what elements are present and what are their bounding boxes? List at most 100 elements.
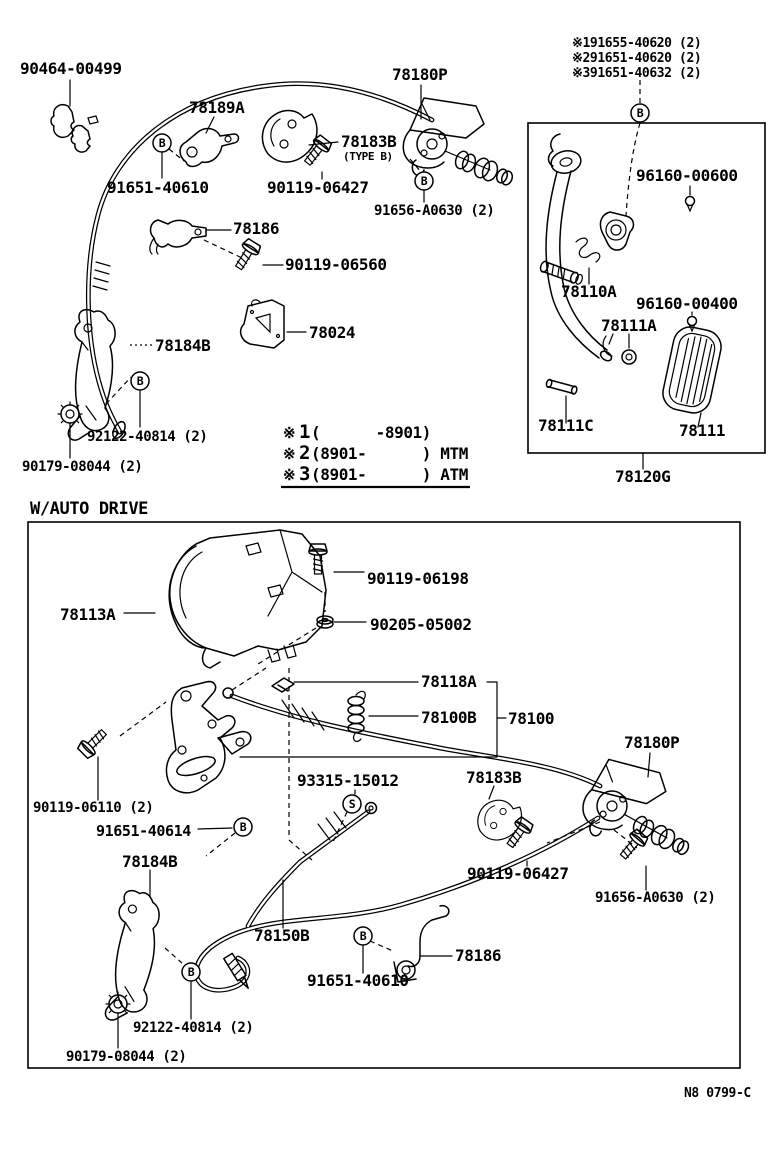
circled-b-symbol: B xyxy=(630,103,650,123)
bolt-90119-06560 xyxy=(230,236,263,274)
pin-78111c xyxy=(545,378,578,395)
part-label-78186-top: 78186 xyxy=(233,219,279,238)
part-label-93315-15012: 93315-15012 xyxy=(297,771,399,790)
legend-text-2: (8901- ) MTM xyxy=(311,444,468,463)
pedal-assembly-box xyxy=(527,122,766,454)
legend-text-3: (8901- ) ATM xyxy=(311,465,468,484)
asterisk-note-2: ※291651-40620 (2) xyxy=(572,51,701,66)
part-label-78111A: 78111A xyxy=(601,316,657,335)
legend-marker-1: ※ xyxy=(283,424,295,442)
circled-letter: B xyxy=(188,965,195,979)
bracket-78110 xyxy=(599,211,635,251)
circled-b-symbol: B xyxy=(130,371,150,391)
section-title-auto-drive: W/AUTO DRIVE xyxy=(30,499,148,519)
spring-78100b xyxy=(347,690,366,743)
part-label-91651-40610-top: 91651-40610 xyxy=(107,178,209,197)
lever-78186-top xyxy=(149,219,207,255)
pedal-bolt xyxy=(539,260,583,285)
part-label-90464-00499: 90464-00499 xyxy=(20,59,122,78)
circled-b-symbol: B xyxy=(152,133,172,153)
cable-end-fitting xyxy=(112,420,126,440)
auto-drive-art xyxy=(75,529,700,1024)
cable-end-78150b xyxy=(223,952,249,989)
bolt-90119-06198 xyxy=(308,543,328,575)
grommet-78111a xyxy=(602,335,637,365)
part-label-90205-05002: 90205-05002 xyxy=(370,615,472,634)
part-label-78150B: 78150B xyxy=(254,926,310,945)
part-label-78024: 78024 xyxy=(309,323,355,342)
circled-letter: B xyxy=(637,106,644,120)
part-label-78111: 78111 xyxy=(679,421,725,440)
part-label-78184B-low: 78184B xyxy=(122,852,178,871)
lever-78189a xyxy=(179,127,240,168)
part-label-78183B-top: 78183B xyxy=(341,132,397,151)
part-label-78100: 78100 xyxy=(508,709,554,728)
part-label-90119-06110: 90119-06110 (2) xyxy=(33,800,153,816)
pedal-arm-hook xyxy=(547,133,561,167)
part-label-78186-low: 78186 xyxy=(455,946,501,965)
asterisk-note-3: ※391651-40632 (2) xyxy=(572,66,701,81)
pedal-pivot xyxy=(550,150,582,174)
legend-number-2: 2 xyxy=(299,442,310,464)
circled-b-symbol: B xyxy=(181,962,201,982)
legend-layer: ※1( -8901)※2(8901- ) MTM※3(8901- ) ATM xyxy=(283,421,468,485)
doc-code: N8 0799-C xyxy=(684,1086,751,1101)
asterisk-note-1: ※191655-40620 (2) xyxy=(572,36,701,51)
throttle-assembly-low xyxy=(578,756,700,858)
part-label-78110A: 78110A xyxy=(561,282,617,301)
asterisk-notes-layer: ※191655-40620 (2)※291651-40620 (2)※39165… xyxy=(572,36,702,81)
circled-b-symbol: B xyxy=(353,926,373,946)
cover-78113a xyxy=(168,529,327,669)
part-label-78189A: 78189A xyxy=(189,98,245,117)
pedal-pivot-bore xyxy=(559,157,573,167)
legend-marker-2: ※ xyxy=(283,445,295,463)
bracket-78186-low xyxy=(393,904,450,983)
cable-clamp-90464 xyxy=(50,104,99,153)
legend-number-3: 3 xyxy=(299,463,310,485)
top-section-art xyxy=(50,97,515,441)
washer-90205 xyxy=(316,615,334,629)
part-label-78184B-top: 78184B xyxy=(155,336,211,355)
screw-96160-00600 xyxy=(684,195,696,213)
circled-letter: B xyxy=(360,929,367,943)
part-label-90119-06198: 90119-06198 xyxy=(367,569,469,588)
part-label-91651-40614: 91651-40614 xyxy=(96,822,191,840)
part-label-90119-06560: 90119-06560 xyxy=(285,255,387,274)
bolt-90119-06110 xyxy=(75,724,112,761)
part-label-91656-A0630-low: 91656-A0630 (2) xyxy=(595,890,715,906)
part-label-90119-06427-top: 90119-06427 xyxy=(267,178,369,197)
part-label-78118A: 78118A xyxy=(421,672,477,691)
part-label-96160-00600: 96160-00600 xyxy=(636,166,738,185)
bolt-90119-06427-low xyxy=(501,814,536,852)
circled-b-symbol: B xyxy=(414,171,434,191)
pedal-pad-78111 xyxy=(662,326,722,414)
circled-letter: B xyxy=(421,174,428,188)
part-label-91651-40610-low: 91651-40610 xyxy=(307,971,409,990)
cable-adjuster-93315 xyxy=(317,801,378,841)
legend-text-1: ( -8901) xyxy=(311,423,431,442)
part-label-90179-08044-low: 90179-08044 (2) xyxy=(66,1049,186,1065)
part-label-type-b: (TYPE B) xyxy=(343,150,393,163)
pedal-arm-inner xyxy=(559,170,608,351)
part-label-78183B-low: 78183B xyxy=(466,768,522,787)
circled-s-symbol: S xyxy=(342,794,362,814)
lever-78184b-low xyxy=(104,888,162,1024)
circled-letter: B xyxy=(240,820,247,834)
part-label-92122-40814-top: 92122-40814 (2) xyxy=(87,429,207,445)
bolt-90119-06427-top xyxy=(299,133,334,170)
part-label-78120G: 78120G xyxy=(615,467,670,486)
cable-eye xyxy=(222,687,234,699)
nut-90179-08044-low xyxy=(105,991,131,1017)
legend-number-1: 1 xyxy=(299,421,310,443)
part-label-78113A: 78113A xyxy=(60,605,116,624)
part-label-96160-00400: 96160-00400 xyxy=(636,294,738,313)
pedal-box-art xyxy=(539,133,722,414)
dashed-lines xyxy=(105,80,641,964)
part-label-90119-06427-low: 90119-06427 xyxy=(467,864,569,883)
cable-ferrule-hatch xyxy=(92,261,111,291)
part-label-78100B: 78100B xyxy=(421,708,477,727)
circled-b-symbol: B xyxy=(233,817,253,837)
pedal-rod-end xyxy=(599,350,613,362)
